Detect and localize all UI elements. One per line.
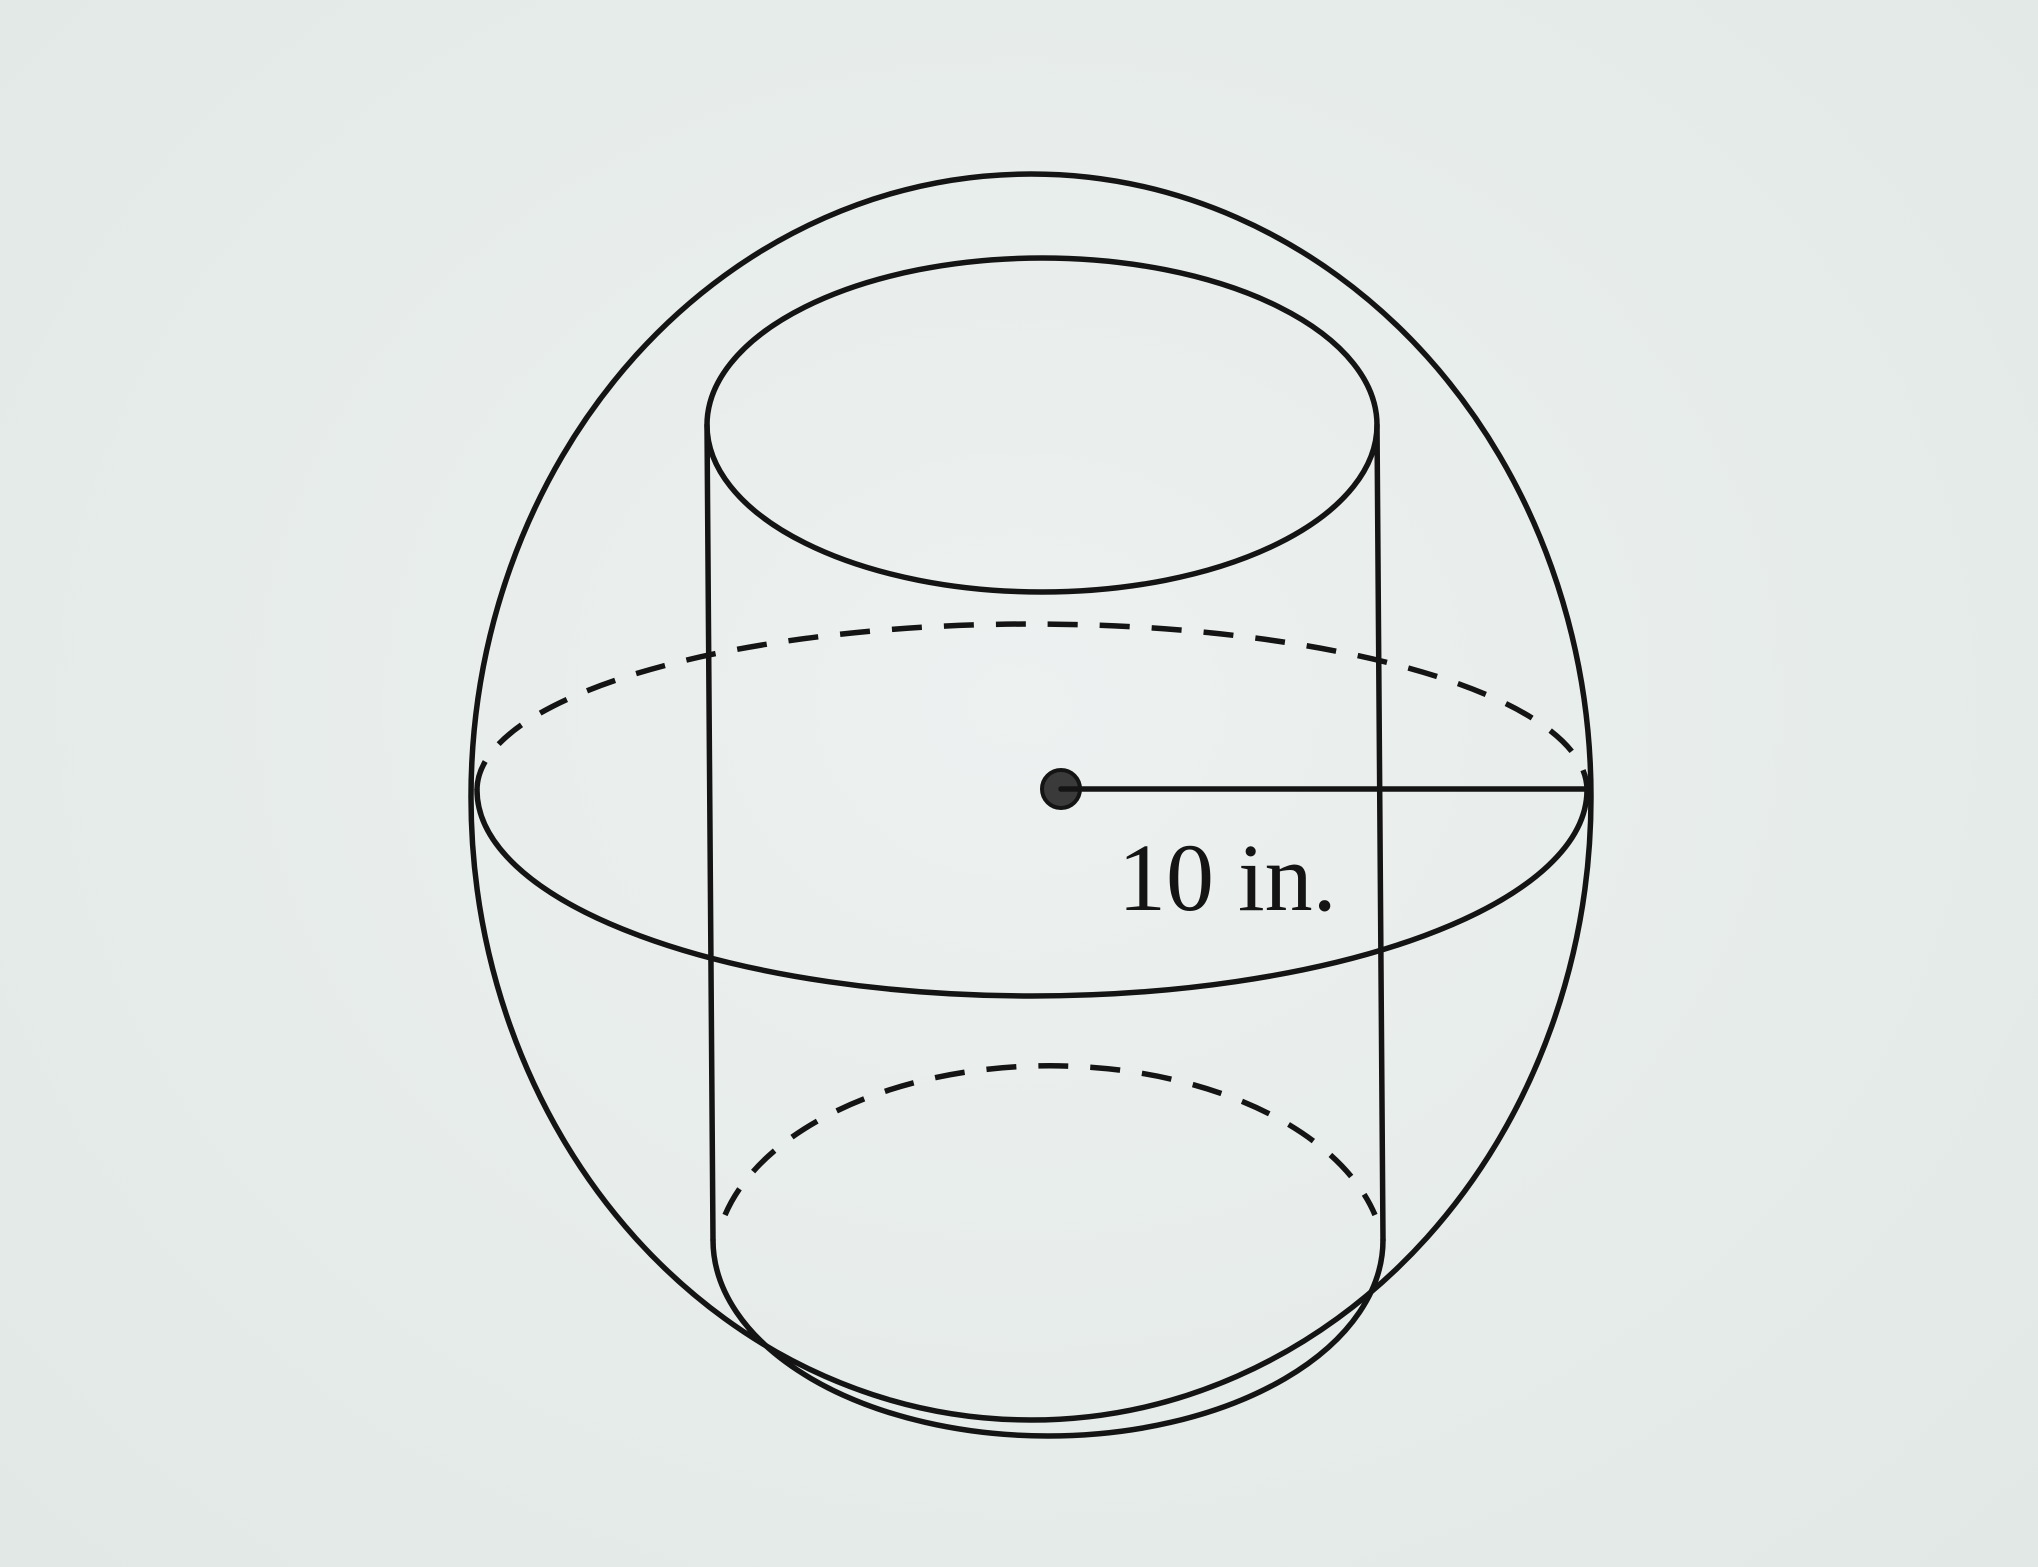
cylinder-bottom-back-dashed: [722, 1063, 1378, 1217]
sphere-outline: [468, 171, 1594, 1423]
equator-back-dashed: [474, 621, 1590, 791]
radius-label: 10 in.: [1118, 824, 1337, 931]
cylinder-top: [704, 255, 1380, 595]
equator-front: [474, 787, 1590, 999]
cylinder-right-side: [1374, 422, 1386, 1243]
cylinder-left-side: [704, 422, 716, 1243]
cylinder-bottom-front: [710, 1237, 1386, 1439]
